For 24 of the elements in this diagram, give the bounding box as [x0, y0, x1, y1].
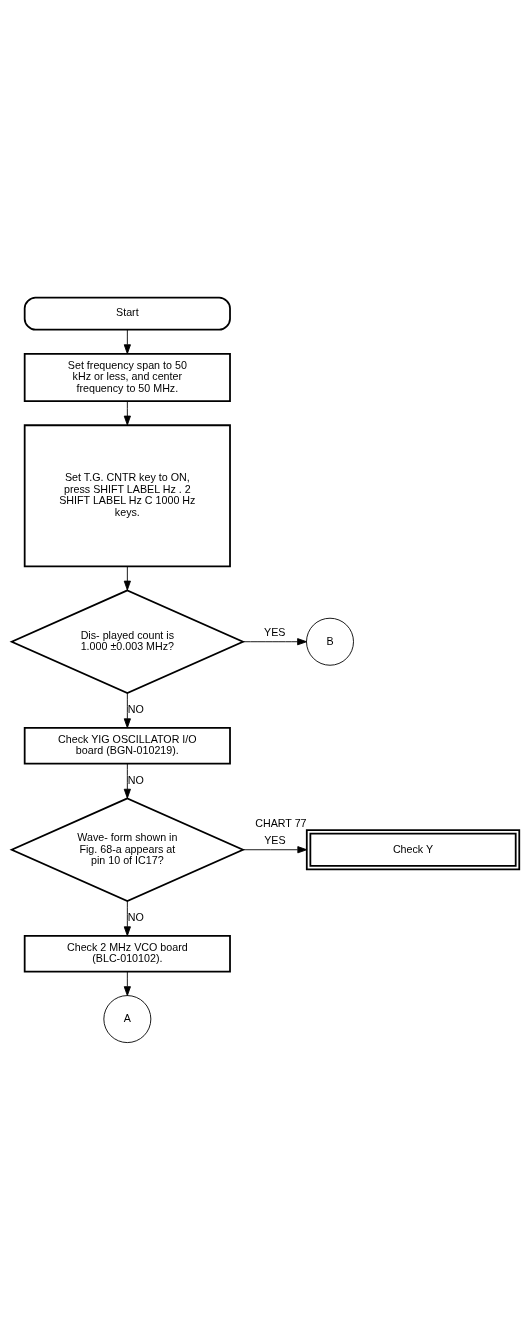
edge-label: NO [127, 703, 144, 716]
node-circle: A [103, 995, 152, 1044]
node-circle: B [306, 617, 354, 666]
arrow [242, 638, 307, 646]
arrow [123, 692, 131, 729]
node-diamond: Dis- played count is 1.000 ±0.003 MHz? [9, 589, 246, 695]
edge-label: NO [127, 911, 144, 924]
arrow [123, 566, 131, 591]
arrow [123, 400, 131, 426]
arrow [123, 763, 131, 799]
arrow [242, 846, 308, 854]
node-box: Set frequency span to 50 kHz or less, and center frequency to 50 MHz. [23, 352, 231, 403]
node-box: Check YIG OSCILLATOR I/O board (BGN-010219). [23, 727, 231, 765]
edge-label: YES [264, 834, 286, 847]
arrow [123, 971, 131, 997]
arrow [123, 329, 131, 355]
node-box: Set T.G. CNTR key to ON, press SHIFT LABEL Hz . 2 SHIFT LABEL Hz C 1000 Hz keys. [23, 424, 231, 568]
arrow [123, 900, 131, 937]
node-diamond: Wave- form shown in Fig. 68-a appears at pin 10 of IC17? [9, 797, 246, 903]
node-box: Start [23, 296, 231, 331]
node-label: CHART 77 [255, 817, 307, 830]
edge-label: YES [264, 626, 286, 639]
edge-label: NO [127, 773, 144, 786]
node-box: Check 2 MHz VCO board (BLC-010102). [23, 935, 231, 973]
